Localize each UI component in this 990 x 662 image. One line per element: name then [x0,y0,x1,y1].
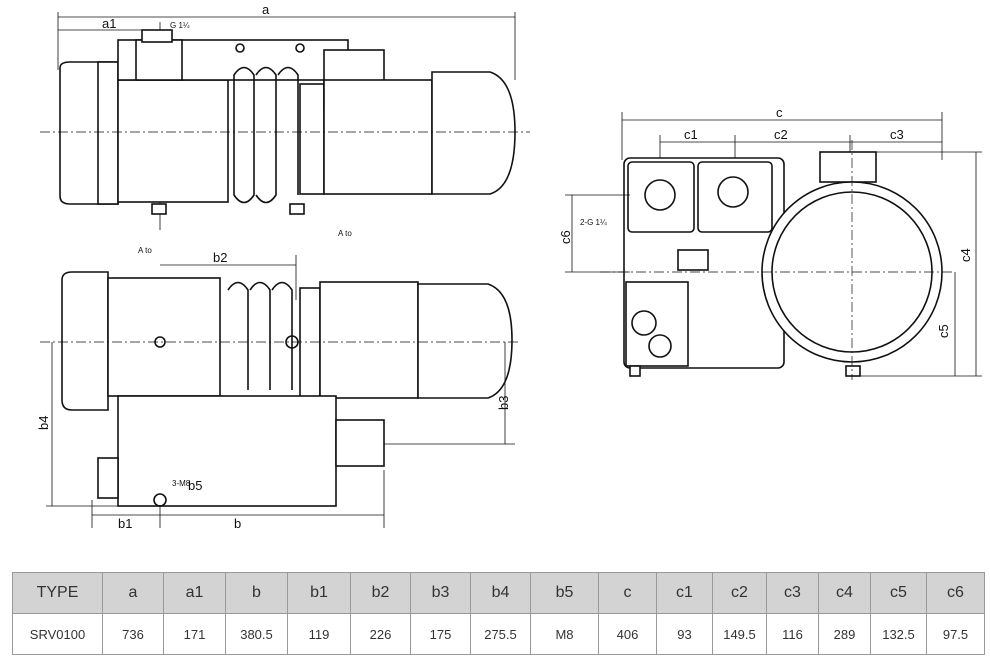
table-cell-a: 736 [102,613,164,655]
table-cell-c4: 289 [818,613,871,655]
label-thread-top: G 1¼ [170,21,190,30]
table-cell-c2: 149.5 [712,613,767,655]
table-cell-b4: 275.5 [470,613,531,655]
table-cell-b: 380.5 [225,613,288,655]
table-cell-c6: 97.5 [926,613,985,655]
side-view: c c1 c2 c3 c6 2-G 1¼ c4 c5 [558,105,982,380]
column-header-b4: b4 [470,572,531,614]
label-c: c [776,105,783,120]
label-c2: c2 [774,127,788,142]
column-header-a1: a1 [163,572,226,614]
label-b3: b3 [496,396,511,410]
column-header-c1: c1 [656,572,713,614]
column-header-b5: b5 [530,572,599,614]
column-header-c: c [598,572,657,614]
table-cell-b2: 226 [350,613,411,655]
label-c6: c6 [558,230,573,244]
label-view-a-2: A to [138,246,152,255]
label-b: b [234,516,241,531]
label-a1: a1 [102,16,116,31]
column-header-b3: b3 [410,572,471,614]
label-c4: c4 [958,248,973,262]
table-cell-b1: 119 [287,613,351,655]
label-c1: c1 [684,127,698,142]
column-header-b2: b2 [350,572,411,614]
column-header-a: a [102,572,164,614]
technical-drawing: a a1 G 1¼ A to A to b2 b4 b3 b1 b b5 3-M… [36,2,982,531]
table-cell-b3: 175 [410,613,471,655]
label-c3: c3 [890,127,904,142]
label-b2: b2 [213,250,227,265]
column-header-c3: c3 [766,572,819,614]
table-cell-type: SRV0100 [12,613,103,655]
table-cell-a1: 171 [163,613,226,655]
label-b5: b5 [188,478,202,493]
top-view: a a1 G 1¼ A to [40,2,530,238]
table-cell-c: 406 [598,613,657,655]
column-header-c4: c4 [818,572,871,614]
label-view-a-1: A to [338,229,352,238]
column-header-b1: b1 [287,572,351,614]
label-a: a [262,2,270,17]
column-header-c2: c2 [712,572,767,614]
table-cell-c1: 93 [656,613,713,655]
label-bolt: 3-M8 [172,479,191,488]
front-view: A to b2 b4 b3 b1 b b5 3-M8 [36,246,520,531]
table-cell-b5: M8 [530,613,599,655]
label-b1: b1 [118,516,132,531]
table-cell-c5: 132.5 [870,613,927,655]
column-header-type: TYPE [12,572,103,614]
label-b4: b4 [36,416,51,430]
column-header-c6: c6 [926,572,985,614]
column-header-b: b [225,572,288,614]
column-header-c5: c5 [870,572,927,614]
table-cell-c3: 116 [766,613,819,655]
label-c5: c5 [936,324,951,338]
label-thread-side: 2-G 1¼ [580,218,607,227]
